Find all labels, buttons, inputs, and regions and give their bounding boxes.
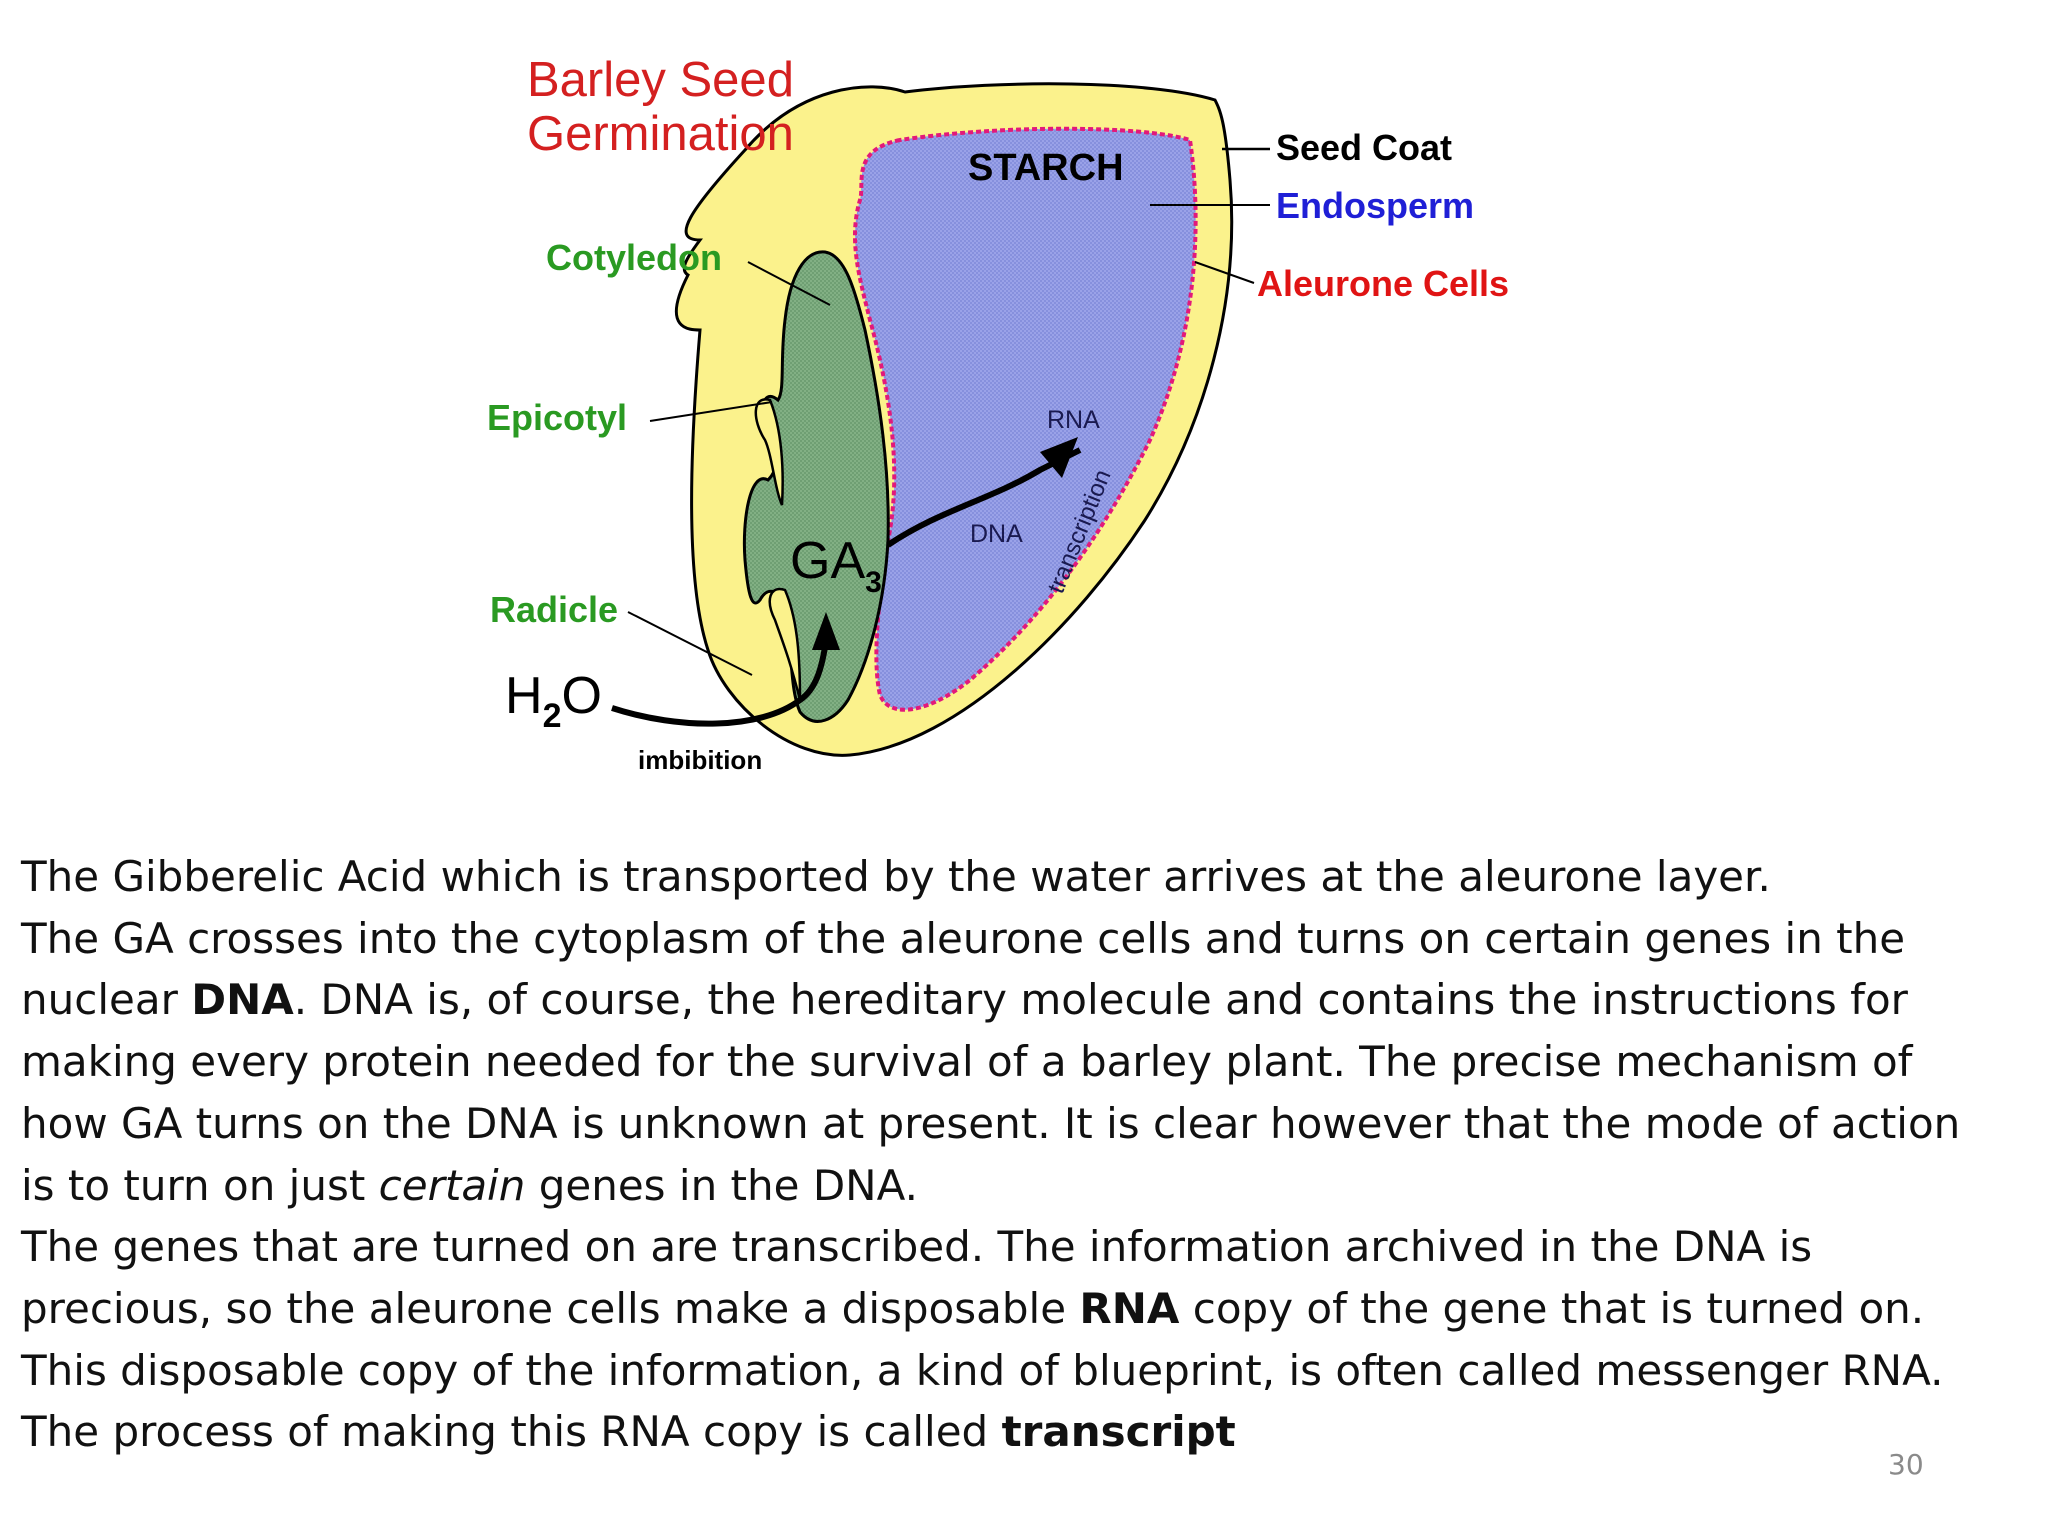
epicotyl-leader bbox=[649, 401, 773, 422]
aleurone-leader bbox=[1194, 261, 1255, 284]
paragraph-line: is to turn on just certain genes in the … bbox=[21, 1160, 918, 1210]
cotyledon-leader bbox=[747, 261, 831, 306]
radicle-shape bbox=[768, 587, 802, 701]
paragraph-line: The process of making this RNA copy is c… bbox=[21, 1407, 1236, 1457]
paragraph-line: This disposable copy of the information,… bbox=[21, 1345, 1944, 1395]
paragraph-line: The Gibberelic Acid which is transported… bbox=[21, 852, 1771, 901]
epicotyl-shape bbox=[754, 398, 784, 506]
rna-emphasis: RNA bbox=[1079, 1283, 1180, 1333]
paragraph-line: precious, so the aleurone cells make a d… bbox=[21, 1283, 1925, 1333]
endosperm-shape bbox=[853, 126, 1198, 712]
barley-seed-diagram: Barley Seed Germination STARCH Seed Coat… bbox=[487, 53, 1509, 775]
transcription-arrowhead bbox=[1040, 437, 1078, 478]
radicle-leader bbox=[627, 611, 753, 676]
page-number: 30 bbox=[1888, 1448, 1924, 1481]
imbibition-arrow bbox=[611, 639, 829, 727]
imbibition-arrowhead bbox=[812, 612, 840, 650]
body-text: The Gibberelic Acid which is transported… bbox=[21, 846, 2021, 1463]
rna-label: RNA bbox=[1047, 406, 1100, 434]
dna-emphasis: DNA bbox=[191, 975, 294, 1025]
paragraph-line: nuclear DNA. DNA is, of course, the here… bbox=[21, 975, 1908, 1025]
endosperm-label: Endosperm bbox=[1276, 185, 1474, 226]
diagram-title-line1: Barley Seed bbox=[527, 53, 794, 107]
starch-label: STARCH bbox=[968, 147, 1124, 189]
paragraph-line: The GA crosses into the cytoplasm of the… bbox=[21, 913, 1906, 963]
dna-label: DNA bbox=[970, 520, 1023, 548]
cotyledon-label: Cotyledon bbox=[546, 237, 722, 278]
transcript-emphasis: transcript bbox=[1001, 1407, 1236, 1457]
radicle-label: Radicle bbox=[490, 589, 618, 630]
imbibition-label: imbibition bbox=[638, 745, 762, 775]
paragraph-line: The genes that are turned on are transcr… bbox=[21, 1222, 1813, 1272]
certain-emphasis: certain bbox=[378, 1160, 526, 1210]
aleurone-cells-label: Aleurone Cells bbox=[1257, 263, 1509, 304]
epicotyl-label: Epicotyl bbox=[487, 397, 627, 438]
diagram-title-line2: Germination bbox=[527, 107, 794, 161]
paragraph-line: how GA turns on the DNA is unknown at pr… bbox=[21, 1098, 1961, 1148]
seed-coat-label: Seed Coat bbox=[1276, 127, 1452, 168]
paragraph-line: making every protein needed for the surv… bbox=[21, 1037, 1913, 1087]
h2o-label: H2O bbox=[505, 667, 602, 735]
ga3-label: GA3 bbox=[790, 532, 882, 599]
